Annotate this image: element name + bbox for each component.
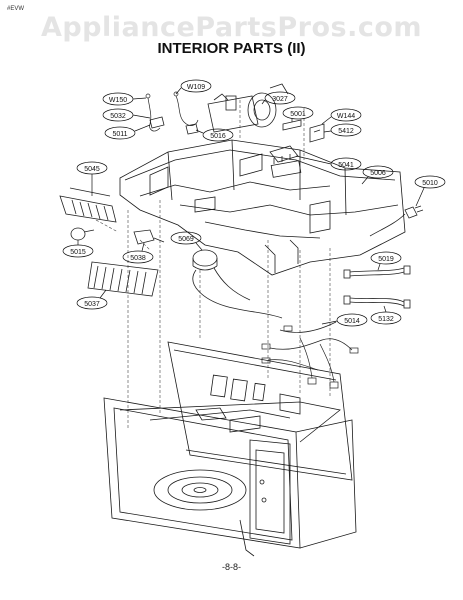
label-5132: 5132 [378,316,394,323]
label-w109: W109 [187,84,205,91]
callout-5132: 5132 [370,305,402,325]
label-w150: W150 [109,97,127,104]
motor-5069 [192,249,283,319]
upper-chassis [119,139,406,276]
module-5041 [269,145,299,164]
callout-5016: 5016 [195,128,234,142]
callout-5032: 5032 [102,108,151,122]
filter-5037 [87,261,159,297]
lamp-5015 [70,227,95,241]
callout-5019: 5019 [370,251,402,271]
callout-5412: 5412 [323,123,362,137]
callout-w144: W144 [321,108,362,125]
label-5010: 5010 [422,180,438,187]
damper-5001 [282,119,302,131]
switch-5011 [149,116,165,129]
callout-5069: 5069 [170,231,203,251]
page-title: INTERIOR PARTS (II) [157,40,306,57]
label-5045: 5045 [84,166,100,173]
label-3027: 3027 [272,96,288,103]
callout-w150: W150 [102,92,147,106]
label-5038: 5038 [130,255,146,262]
callout-5006: 5006 [361,165,394,185]
harness-5132 [343,295,411,309]
callout-5037: 5037 [76,289,108,310]
label-5037: 5037 [84,301,100,308]
label-5041: 5041 [338,162,354,169]
oven-cavity [103,341,357,557]
label-5412: 5412 [338,128,354,135]
label-5032: 5032 [110,113,126,120]
label-5016: 5016 [210,133,226,140]
part-callouts: W109 W150 5032 3027 5001 W144 5011 5016 … [62,79,446,327]
callout-5045: 5045 [76,161,108,196]
bracket-5412 [309,123,325,143]
label-5011: 5011 [112,131,127,138]
switch-5016 [185,123,199,135]
page-number: -8-8- [221,562,241,572]
callout-3027: 3027 [261,91,296,105]
label-5006: 5006 [370,170,386,177]
corner-code: #EVW [7,6,25,12]
callout-5038: 5038 [122,242,154,264]
callout-5010: 5010 [414,175,446,207]
harness-5019 [343,265,411,279]
main-harness-5014 [261,321,359,389]
fan-motor-3027 [207,83,289,133]
label-5001: 5001 [290,111,306,118]
label-5069: 5069 [178,236,194,243]
grille-5045 [59,187,117,223]
label-5014: 5014 [344,318,360,325]
watermark: AppliancePartsPros.com [40,12,423,43]
power-cord-5010 [369,205,424,237]
label-5015: 5015 [70,249,86,256]
socket-5038 [133,229,165,245]
callout-5001: 5001 [282,106,314,122]
callout-5011: 5011 [104,124,151,140]
callout-5041: 5041 [295,155,362,171]
assembly-guide-lines [95,100,331,430]
callout-5015: 5015 [62,240,94,258]
callout-w109: W109 [175,79,212,95]
label-5019: 5019 [378,256,394,263]
callout-5014: 5014 [321,313,368,327]
label-w144: W144 [337,113,355,120]
